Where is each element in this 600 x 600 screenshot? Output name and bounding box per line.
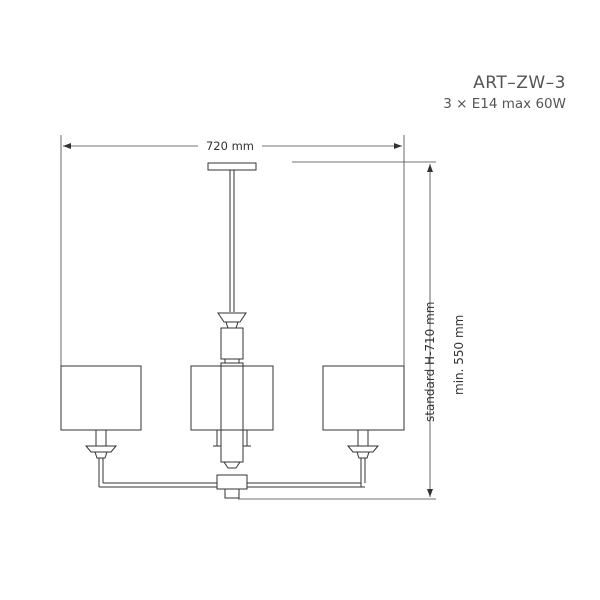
height-dimension: standard H-710 mm min. 550 mm [238, 161, 466, 500]
central-column [217, 312, 247, 469]
height-standard-label: standard H-710 mm [423, 302, 437, 423]
bulb-spec: 3 × E14 max 60W [443, 96, 566, 112]
lampshade-center [190, 365, 274, 447]
model-name: ART–ZW–3 [473, 73, 566, 93]
lampshade-right [322, 365, 405, 459]
width-label: 720 mm [206, 139, 254, 153]
arms [98, 458, 366, 488]
ceiling-canopy [207, 162, 257, 171]
center-hub [216, 474, 248, 499]
width-dimension: 720 mm [60, 135, 405, 368]
height-min-label: min. 550 mm [452, 315, 466, 395]
product-header: ART–ZW–3 3 × E14 max 60W [443, 72, 566, 114]
lampshade-left [60, 365, 142, 459]
suspension-rod [229, 170, 235, 312]
